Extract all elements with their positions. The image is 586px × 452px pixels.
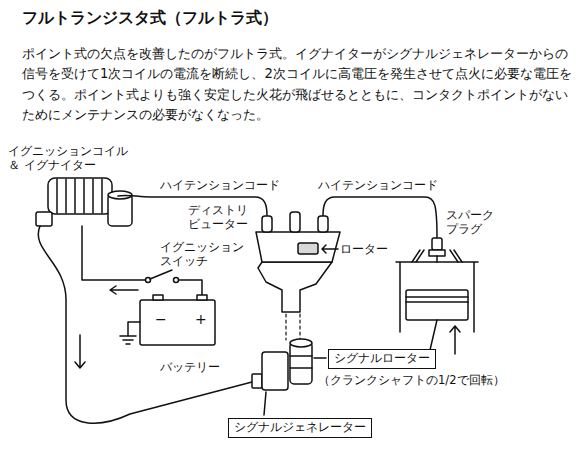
drawing-stroke (290, 339, 312, 347)
drawing-stroke (290, 356, 312, 368)
label-box: シグナルジェネレーター (228, 418, 372, 438)
part-label: + (195, 311, 207, 328)
drawing-stroke (258, 262, 332, 312)
part-label: イグニッションコイル＆ イグナイター (8, 144, 128, 173)
part-label: ローター (340, 242, 388, 256)
drawing-stroke (252, 374, 262, 388)
drawing-stroke (290, 212, 300, 232)
drawing-stroke (430, 320, 437, 350)
drawing-stroke (140, 300, 215, 345)
signal-generator (252, 314, 312, 390)
signal-wire (38, 226, 252, 423)
leader-line (264, 392, 266, 415)
drawing-stroke (174, 278, 179, 283)
box-text: シグナルジェネレーター (234, 420, 366, 436)
drawing-stroke (432, 238, 442, 250)
part-label: ハイテンションコード (318, 178, 438, 192)
drawing-stroke (150, 270, 202, 295)
drawing-stroke (197, 295, 207, 300)
drawing-stroke (48, 178, 112, 214)
drawing-stroke (318, 216, 328, 232)
engine-cylinder (396, 238, 478, 354)
drawing-stroke (82, 226, 145, 280)
drawing-stroke (262, 352, 288, 390)
drawing-stroke (298, 243, 318, 254)
drawing-stroke (286, 314, 300, 340)
drawing-stroke (256, 232, 340, 262)
drawing-stroke (36, 212, 52, 226)
title: フルトランジスタ式（フルトラ式） (22, 8, 278, 29)
part-label: バッテリー (160, 360, 220, 374)
drawing-stroke (146, 278, 151, 283)
drawing-stroke (262, 216, 272, 232)
leader-line (314, 357, 326, 359)
drawing-stroke (406, 290, 468, 320)
label-box: シグナルローター (328, 349, 436, 369)
part-label: − (155, 311, 167, 328)
part-label: イグニッション スイッチ (160, 240, 244, 269)
drawing-stroke (120, 322, 140, 344)
drawing-stroke (412, 250, 462, 262)
part-label: （クランクシャフトの1/2で回転） (318, 374, 505, 388)
drawing-stroke (57, 179, 102, 213)
ignition-coil (36, 178, 132, 226)
drawing-stroke (322, 245, 338, 253)
drawing-stroke (110, 286, 138, 294)
drawing-stroke (406, 297, 468, 302)
drawing-stroke (429, 250, 445, 256)
part-label: ディストリ ビューター (188, 203, 248, 232)
description-text: ポイント式の欠点を改善したのがフルトラ式。イグナイターがシグナルジェネレーターか… (22, 44, 572, 126)
flow-arrow (75, 335, 85, 368)
drawing-stroke (450, 326, 460, 354)
drawing-stroke (290, 342, 312, 384)
drawing-stroke (153, 295, 163, 300)
part-label: ハイテンションコード (160, 178, 280, 192)
drawing-stroke (436, 256, 438, 262)
part-label: スパーク プラグ (446, 208, 494, 237)
distributor (256, 212, 340, 312)
box-text: シグナルローター (334, 351, 430, 367)
